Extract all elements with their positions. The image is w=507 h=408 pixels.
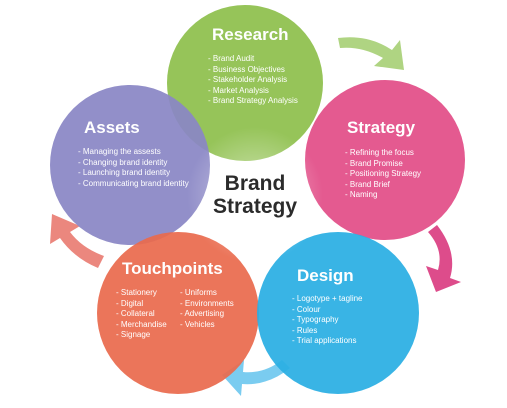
list-item: - Advertising <box>180 309 225 318</box>
touchpoints-items-left: - Stationery - Digital - Collateral - Me… <box>116 288 167 341</box>
design-title: Design <box>297 266 354 285</box>
circle-research <box>167 5 323 161</box>
arrow-strategy-to-design <box>426 225 461 292</box>
list-item: - Environments <box>180 298 234 308</box>
circle-touchpoints <box>97 232 259 394</box>
assets-items: - Managing the assests - Changing brand … <box>78 147 190 189</box>
list-item: - Brand Audit <box>208 54 255 63</box>
strategy-title: Strategy <box>347 118 416 137</box>
list-item: - Signage <box>116 330 151 339</box>
research-title: Research <box>212 25 289 44</box>
list-item: - Brand Brief <box>345 179 390 189</box>
circle-design <box>257 232 419 394</box>
list-item: - Changing brand identity <box>78 157 168 167</box>
design-items: - Logotype + tagline - Colour - Typograp… <box>292 294 363 347</box>
circle-strategy <box>305 80 465 240</box>
list-item: - Brand Promise <box>345 158 403 168</box>
list-item: - Vehicles <box>180 319 215 329</box>
circle-assets <box>50 85 210 245</box>
list-item: - Typography <box>292 315 339 324</box>
arrow-research-to-strategy <box>338 37 404 70</box>
list-item: - Refining the focus <box>345 148 414 157</box>
list-item: - Launching brand identity <box>78 168 171 177</box>
list-item: - Business Objectives <box>208 64 285 74</box>
touchpoints-items-right: - Uniforms - Environments - Advertising … <box>180 288 234 330</box>
center-glow <box>187 127 323 263</box>
list-item: - Brand Strategy Analysis <box>208 96 298 105</box>
center-title-line1: Brand <box>224 172 286 195</box>
assets-title: Assets <box>84 118 140 137</box>
list-item: - Rules <box>292 325 318 335</box>
list-item: - Merchandise <box>116 319 167 329</box>
list-item: - Market Analysis <box>208 85 269 95</box>
list-item: - Colour <box>292 304 321 314</box>
list-item: - Positioning Strategy <box>345 169 422 178</box>
arrow-touchpoints-to-assets <box>50 214 104 268</box>
list-item: - Communicating brand identity <box>78 178 189 188</box>
list-item: - Naming <box>345 190 378 199</box>
list-item: - Uniforms <box>180 288 217 297</box>
list-item: - Collateral <box>116 309 155 318</box>
arrow-design-to-touchpoints <box>222 360 290 396</box>
list-item: - Managing the assests <box>78 147 161 156</box>
list-item: - Digital <box>116 298 144 308</box>
center-title-line2: Strategy <box>212 195 298 218</box>
strategy-items: - Refining the focus - Brand Promise - P… <box>345 148 421 201</box>
list-item: - Trial applications <box>292 336 357 345</box>
list-item: - Stakeholder Analysis <box>208 75 288 84</box>
list-item: - Stationery <box>116 288 157 297</box>
touchpoints-title: Touchpoints <box>122 259 223 278</box>
research-items: - Brand Audit - Business Objectives - St… <box>208 54 298 107</box>
list-item: - Logotype + tagline <box>292 294 363 303</box>
center-title: Brand Strategy <box>185 172 325 218</box>
